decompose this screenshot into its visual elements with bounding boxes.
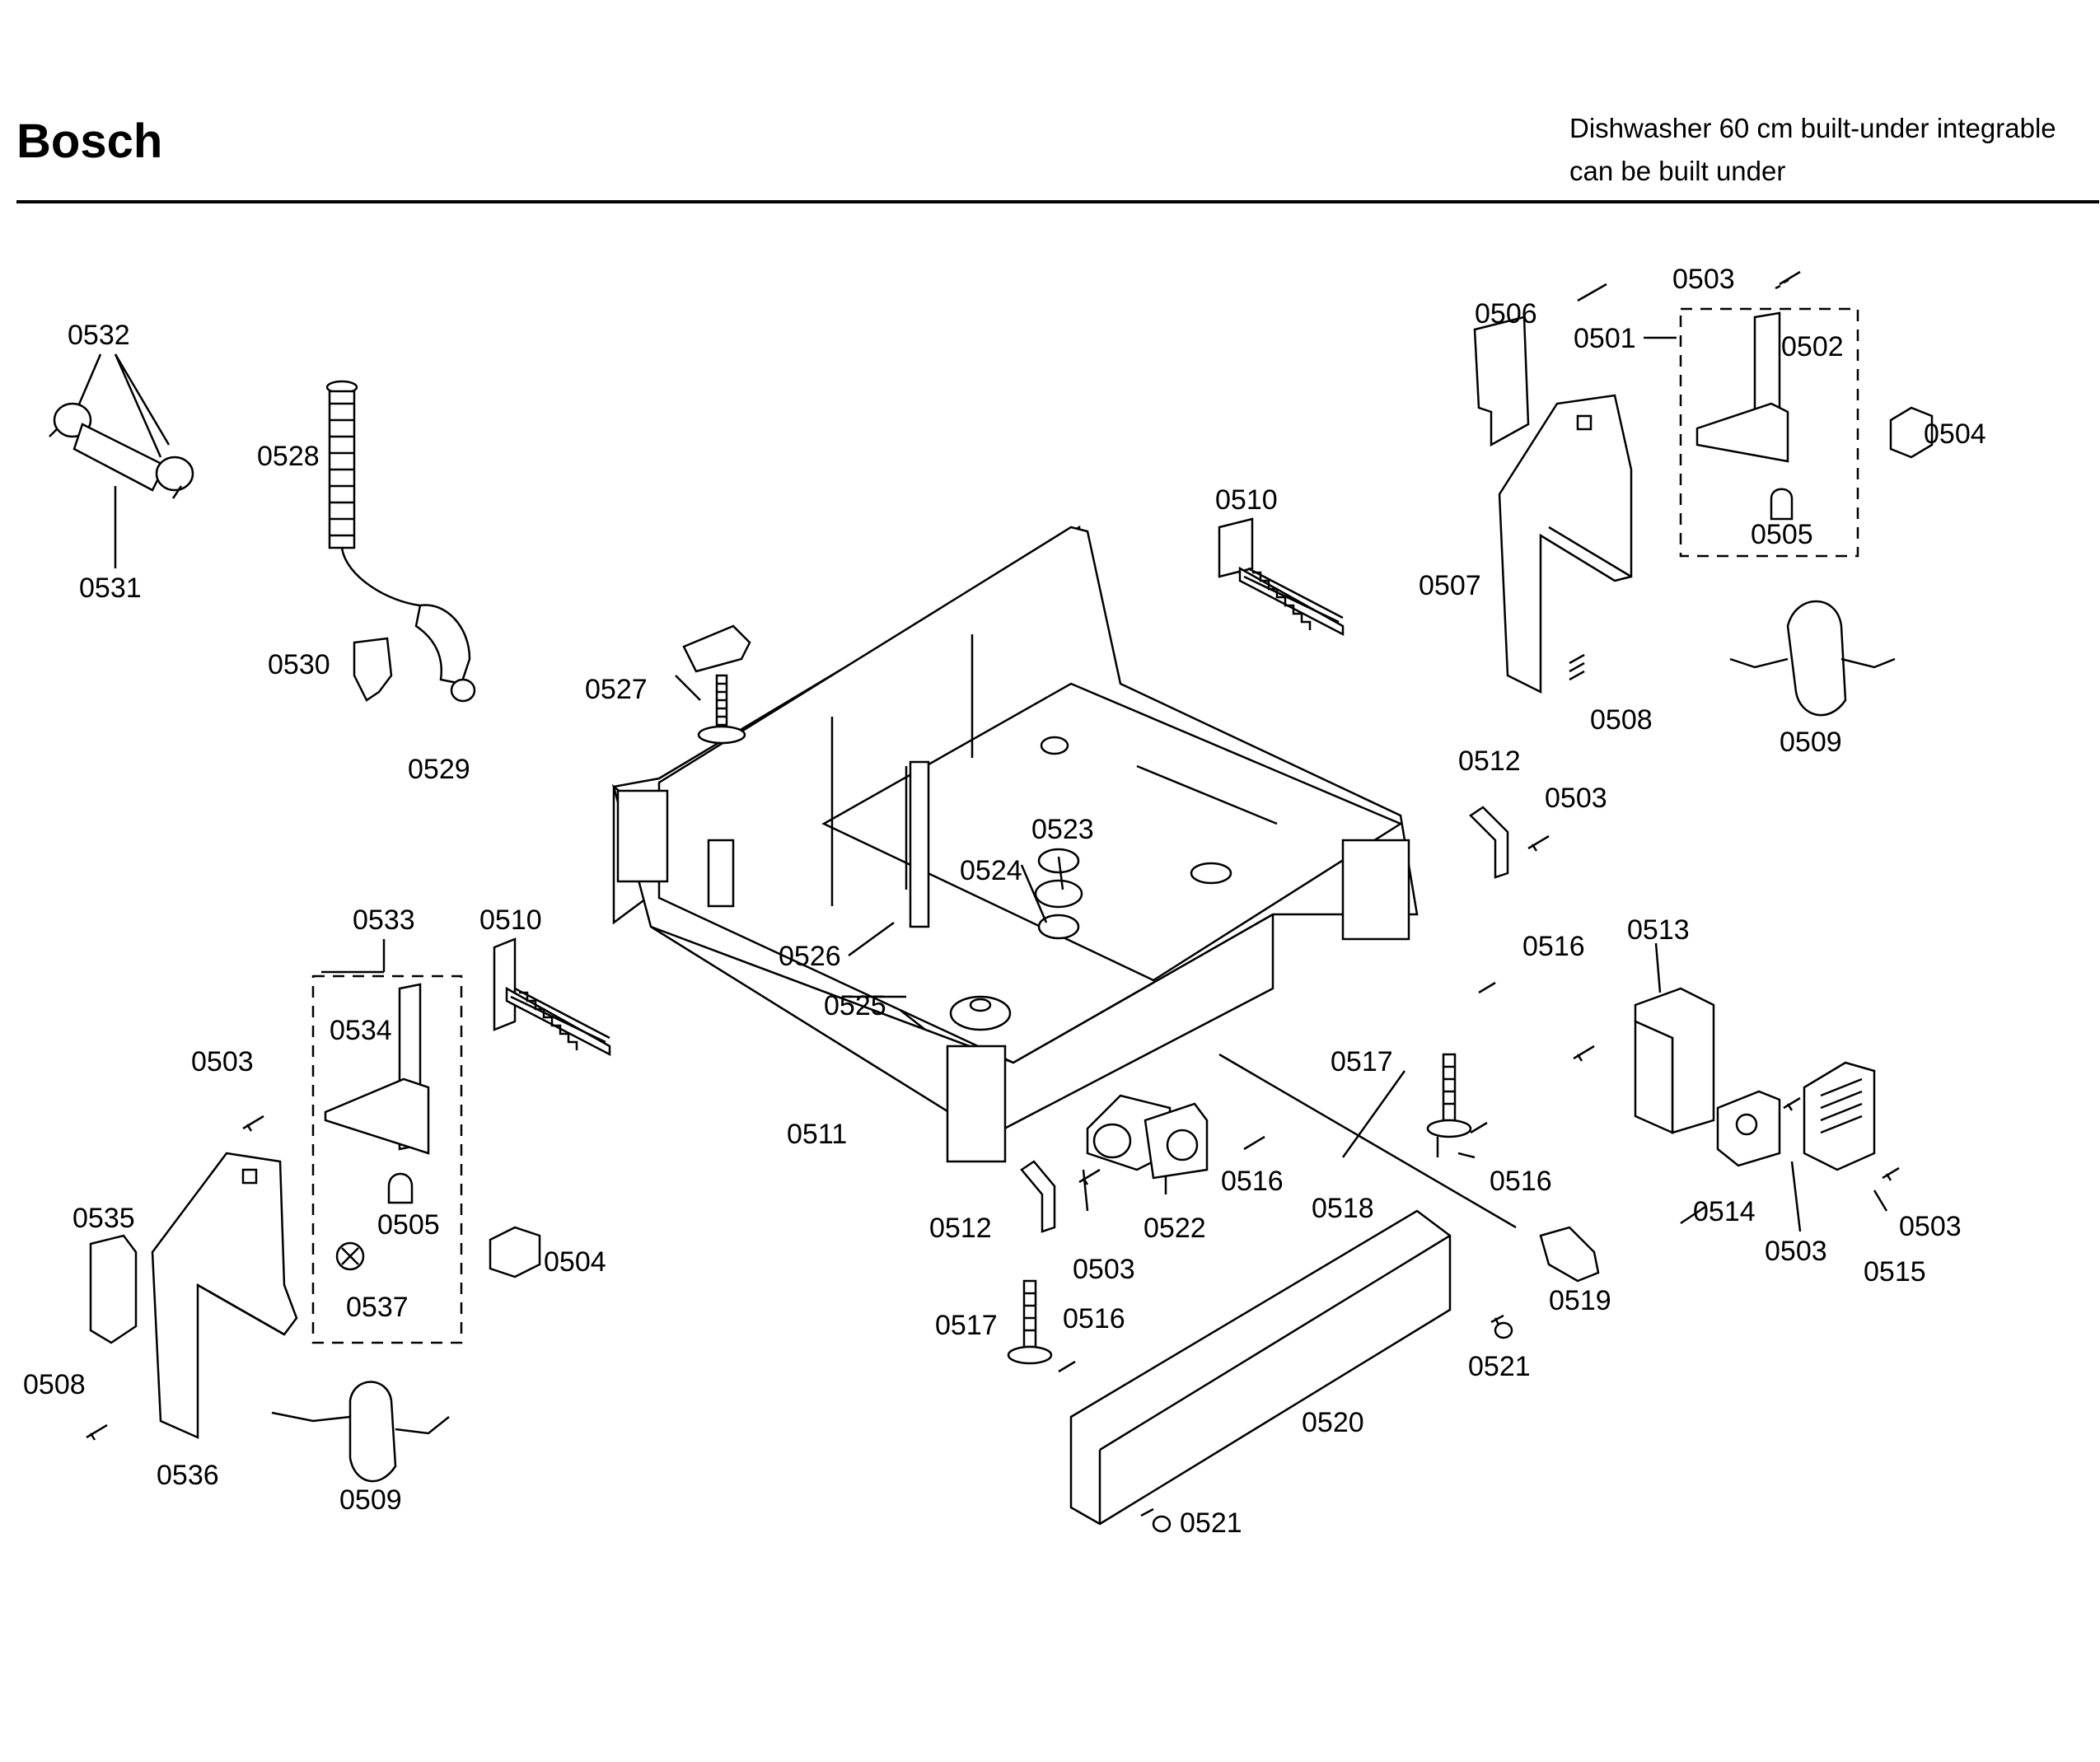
label-0508: 0508 xyxy=(1590,704,1653,736)
leveling-foot-top-drawing xyxy=(682,624,751,745)
label-0516: 0516 xyxy=(1522,931,1585,962)
label-0508: 0508 xyxy=(23,1369,86,1400)
label-0503: 0503 xyxy=(1899,1211,1962,1242)
label-0501: 0501 xyxy=(1574,323,1636,354)
float-switch-upper-drawing xyxy=(1729,600,1896,717)
label-0527: 0527 xyxy=(585,674,648,705)
label-0532: 0532 xyxy=(68,320,130,351)
label-0516: 0516 xyxy=(1490,1166,1552,1197)
label-0521: 0521 xyxy=(1468,1351,1531,1382)
label-0523: 0523 xyxy=(1031,814,1094,845)
part-labels: 0532 0531 0528 0530 0529 0527 0510 0506 … xyxy=(23,264,1986,1539)
spring-bracket-lower-drawing xyxy=(493,937,611,1057)
label-0536: 0536 xyxy=(157,1460,219,1491)
right-lower-cover-drawing xyxy=(1634,987,1876,1171)
label-0510: 0510 xyxy=(479,904,542,936)
label-0516: 0516 xyxy=(1221,1166,1284,1197)
leader-lines xyxy=(74,283,1888,1232)
bracket-kit-group-lower xyxy=(311,974,463,1344)
label-0528: 0528 xyxy=(257,441,320,472)
label-0526: 0526 xyxy=(779,941,841,972)
brand-title: Bosch xyxy=(16,115,163,168)
label-0503: 0503 xyxy=(1073,1254,1135,1285)
label-0506: 0506 xyxy=(1475,298,1537,329)
label-0530: 0530 xyxy=(268,649,330,680)
model-description: Dishwasher 60 cm built-under integrable … xyxy=(1569,107,2056,193)
label-0514: 0514 xyxy=(1693,1196,1756,1227)
leveling-feet-lower-drawing xyxy=(1007,1053,1472,1365)
connector-blocks-drawing xyxy=(489,406,1934,1278)
label-0503: 0503 xyxy=(1545,783,1607,814)
label-0503: 0503 xyxy=(1765,1236,1827,1267)
label-0531: 0531 xyxy=(79,573,142,604)
label-0533: 0533 xyxy=(353,904,415,936)
label-0510: 0510 xyxy=(1215,484,1278,516)
label-0522: 0522 xyxy=(1144,1213,1206,1244)
screws-drawing xyxy=(86,270,1900,1441)
spring-bracket-upper-drawing xyxy=(1218,517,1345,637)
label-0519: 0519 xyxy=(1549,1285,1611,1316)
left-bracket-assembly-drawing xyxy=(89,1152,298,1439)
drain-hose-drawing xyxy=(325,380,476,703)
inlet-valve-drawing xyxy=(1086,1094,1209,1180)
label-0517: 0517 xyxy=(1331,1046,1393,1077)
label-0507: 0507 xyxy=(1419,570,1481,601)
header-divider xyxy=(16,200,2099,203)
label-0518: 0518 xyxy=(1312,1193,1374,1224)
label-0502: 0502 xyxy=(1781,331,1844,362)
label-0524: 0524 xyxy=(960,855,1022,886)
label-0525: 0525 xyxy=(824,990,886,1021)
model-description-line-2: can be built under xyxy=(1569,156,1786,186)
label-0513: 0513 xyxy=(1627,914,1690,946)
rod-and-knob-drawing xyxy=(1218,1053,1600,1283)
label-0520: 0520 xyxy=(1302,1407,1364,1438)
label-0503: 0503 xyxy=(191,1046,254,1077)
hose-coupler-drawing xyxy=(49,402,194,499)
bracket-kit-group-upper xyxy=(1679,307,1859,558)
label-0521: 0521 xyxy=(1180,1507,1242,1539)
label-0537: 0537 xyxy=(346,1292,409,1323)
label-0516: 0516 xyxy=(1063,1303,1125,1334)
label-0512: 0512 xyxy=(929,1213,992,1244)
label-0529: 0529 xyxy=(408,754,470,785)
label-0505: 0505 xyxy=(1751,519,1813,550)
label-0511: 0511 xyxy=(787,1119,847,1150)
label-0509: 0509 xyxy=(1780,727,1842,758)
right-bracket-assembly-drawing xyxy=(1473,315,1633,694)
float-switch-lower-drawing xyxy=(271,1381,450,1483)
small-brackets-drawing xyxy=(1020,806,1509,1233)
label-0515: 0515 xyxy=(1864,1256,1926,1288)
model-description-line-1: Dishwasher 60 cm built-under integrable xyxy=(1569,113,2056,143)
label-0505: 0505 xyxy=(377,1209,440,1241)
base-tub-drawing xyxy=(611,525,1419,1163)
label-0504: 0504 xyxy=(544,1246,606,1278)
label-0504: 0504 xyxy=(1924,418,1986,450)
kick-plate-drawing xyxy=(1069,1209,1513,1533)
label-0534: 0534 xyxy=(330,1015,392,1046)
label-0535: 0535 xyxy=(72,1203,135,1234)
label-0517: 0517 xyxy=(935,1310,998,1341)
label-0512: 0512 xyxy=(1458,745,1521,777)
label-0503: 0503 xyxy=(1672,264,1735,295)
label-0509: 0509 xyxy=(339,1484,402,1516)
